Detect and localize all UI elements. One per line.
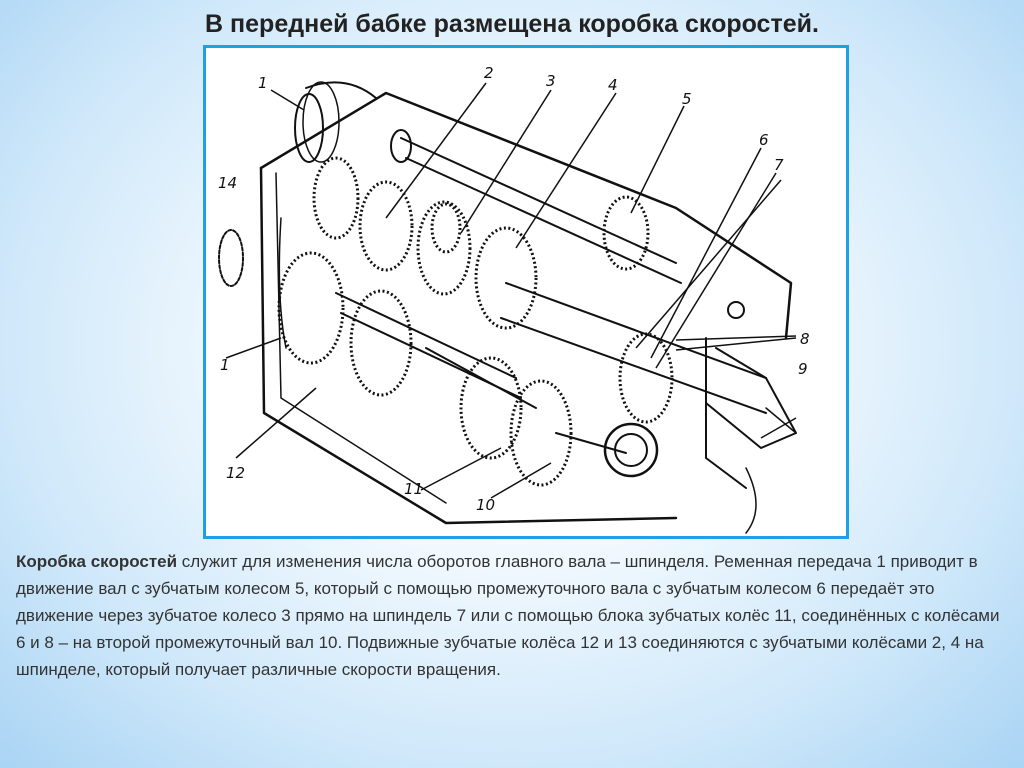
- caption-term: Коробка скоростей: [16, 552, 178, 571]
- gearbox-figure-frame: 1 2 3 4 5 6 7 8 9 10 11 12 14 1: [203, 45, 849, 539]
- label-4: 4: [608, 76, 618, 94]
- label-1: 1: [258, 74, 268, 92]
- label-7: 7: [774, 156, 784, 174]
- label-11: 11: [404, 480, 423, 498]
- gearbox-housing: [218, 81, 797, 534]
- label-9: 9: [798, 360, 808, 378]
- slide-title: В передней бабке размещена коробка скоро…: [205, 10, 819, 38]
- label-8: 8: [800, 330, 810, 348]
- label-3: 3: [546, 72, 556, 90]
- label-1-lower: 1: [220, 356, 230, 374]
- label-6: 6: [759, 131, 769, 149]
- label-14: 14: [218, 174, 237, 192]
- gearbox-drawing: 1 2 3 4 5 6 7 8 9 10 11 12 14 1: [218, 64, 810, 534]
- description-paragraph: Коробка скоростей служит для изменения ч…: [16, 548, 1011, 683]
- leader-lines: [225, 82, 797, 499]
- caption-text: служит для изменения числа оборотов глав…: [16, 552, 1000, 679]
- callout-labels: 1 2 3 4 5 6 7 8 9 10 11 12 14 1: [218, 64, 810, 514]
- gear-wheels: [277, 156, 674, 487]
- label-12: 12: [226, 464, 245, 482]
- label-2: 2: [484, 64, 494, 82]
- label-5: 5: [682, 90, 692, 108]
- label-10: 10: [476, 496, 495, 514]
